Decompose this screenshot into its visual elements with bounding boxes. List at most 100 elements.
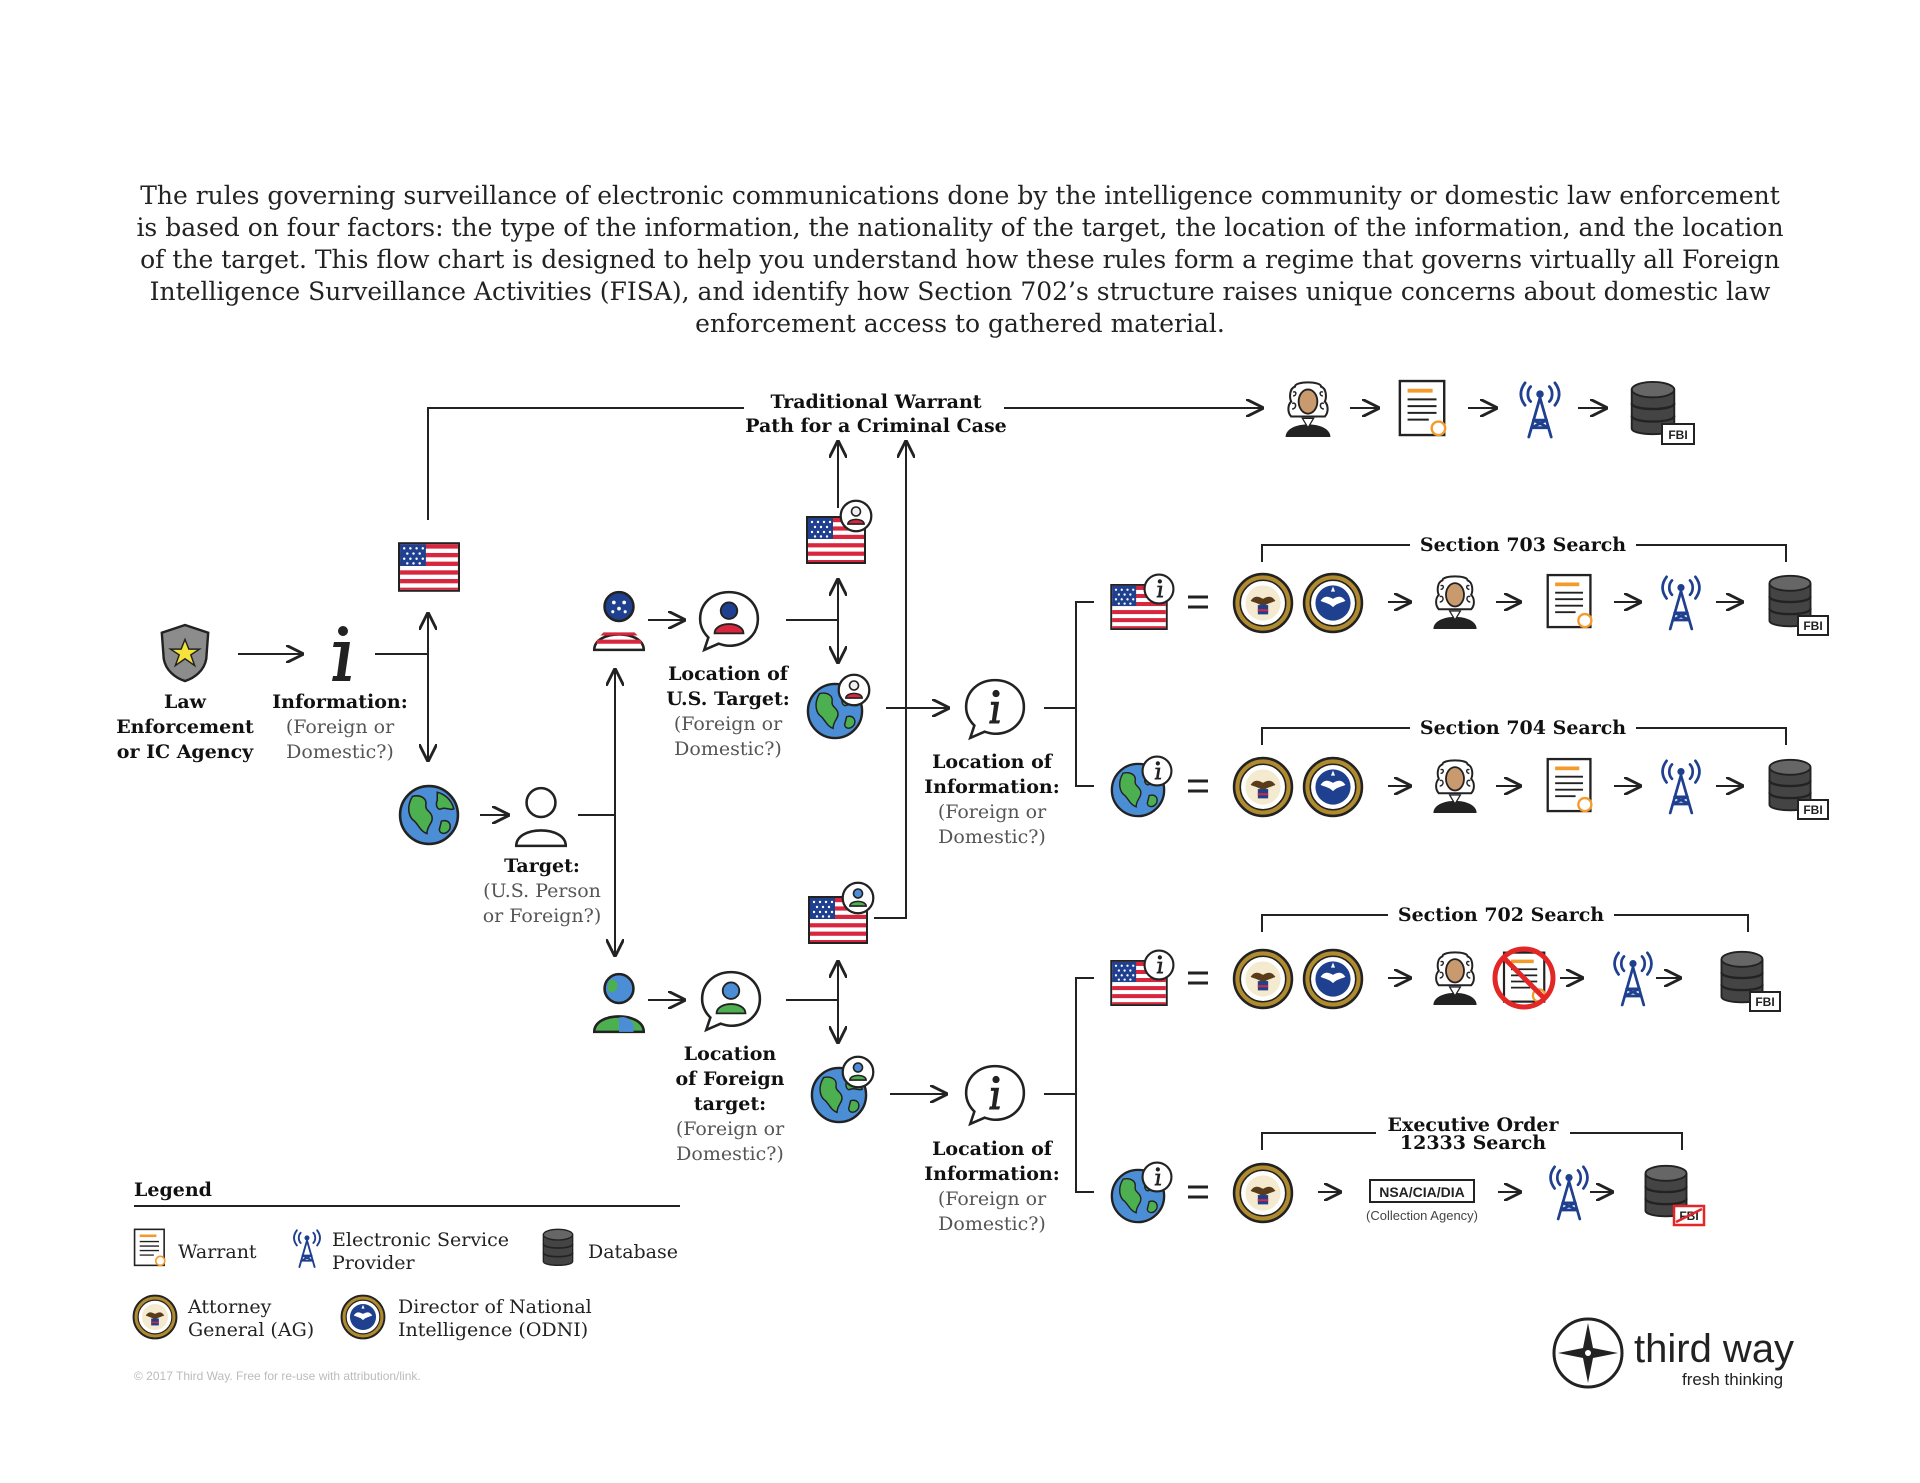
traditional-path-label: Traditional Warrant Path for a Criminal … [745,391,1007,437]
seal-icon [1302,572,1364,634]
foreign-person-icon [592,972,646,1034]
svg-text:FBI: FBI [1668,428,1687,442]
svg-text:Information:: Information: [924,776,1059,798]
us-person-badge-icon [837,673,871,707]
info-badge-icon [1143,949,1175,981]
foreign-person-badge-icon [841,1055,875,1089]
info-badge-icon [1141,755,1173,787]
svg-text:General (AG): General (AG) [188,1319,314,1341]
us-person-badge-icon [839,499,873,533]
tower-icon [1661,759,1701,815]
seal-icon [1232,948,1294,1010]
collection-agency-label: NSA/CIA/DIA (Collection Agency) [1366,1179,1478,1223]
info-location-label: Location of Information: (Foreign or Dom… [924,751,1059,848]
svg-text:Enforcement: Enforcement [116,716,254,738]
brand-tagline: fresh thinking [1682,1370,1783,1389]
tower-icon [1661,575,1701,631]
svg-text:Domestic?): Domestic?) [938,826,1046,848]
svg-text:Information:: Information: [272,691,407,713]
no-warrant-icon [1492,946,1556,1010]
svg-text:of Foreign: of Foreign [676,1068,785,1090]
svg-text:(Foreign or: (Foreign or [286,716,395,738]
svg-text:NSA/CIA/DIA: NSA/CIA/DIA [1379,1184,1465,1200]
svg-text:(Collection Agency): (Collection Agency) [1366,1208,1478,1223]
connectors [238,408,1787,1197]
information-label: Information: (Foreign or Domestic?) [272,691,407,763]
svg-text:Information:: Information: [924,1163,1059,1185]
svg-text:Electronic Service: Electronic Service [332,1229,509,1251]
svg-text:or IC Agency: or IC Agency [117,741,254,763]
intro-paragraph: The rules governing surveillance of elec… [136,181,1784,338]
warrant-icon [1546,757,1593,813]
svg-text:Executive Order: Executive Order [1388,1114,1560,1136]
database-icon: FBI [1720,950,1781,1012]
seal-icon [1232,756,1294,818]
svg-text:12333 Search: 12333 Search [1400,1132,1546,1154]
globe-icon [398,784,460,846]
foreign-person-badge-icon [841,881,875,915]
svg-text:(Foreign or: (Foreign or [938,801,1047,823]
info-location-label: Location of Information: (Foreign or Dom… [924,1138,1059,1235]
svg-text:(Foreign or: (Foreign or [674,713,783,735]
warrant-icon [1398,379,1447,437]
brand-name: third way [1634,1327,1794,1371]
us-location-label: Location of U.S. Target: (Foreign or Dom… [666,663,790,760]
tower-icon [1613,951,1653,1007]
info-badge-icon [1143,573,1175,605]
svg-text:Warrant: Warrant [178,1241,257,1263]
person-icon [514,786,568,848]
svg-text:Law: Law [164,691,207,713]
tower-icon [1549,1165,1589,1221]
svg-text:Database: Database [588,1241,678,1263]
legend-title: Legend [134,1179,212,1201]
seal-icon [1232,572,1294,634]
legend: Legend Warrant Electronic Service Provid… [132,1179,680,1341]
us-location-bubble-icon [698,590,760,652]
database-icon: FBI [1644,1164,1706,1227]
database-icon: FBI [1768,574,1829,636]
svg-text:(Foreign or: (Foreign or [938,1188,1047,1210]
tower-icon [292,1229,322,1269]
tower-icon [1519,381,1561,439]
svg-text:Domestic?): Domestic?) [286,741,394,763]
section-704-label: Section 704 Search [1420,717,1626,739]
svg-text:Location of: Location of [932,1138,1054,1160]
database-icon: FBI [1630,380,1695,445]
copyright-text: © 2017 Third Way. Free for re-use with a… [134,1369,421,1383]
section-702-label: Section 702 Search [1398,904,1604,926]
svg-text:Traditional Warrant: Traditional Warrant [770,391,981,413]
judge-icon [1284,381,1332,439]
svg-text:Domestic?): Domestic?) [938,1213,1046,1235]
foreign-location-bubble-icon [700,970,762,1032]
svg-text:Attorney: Attorney [187,1296,272,1318]
svg-text:Provider: Provider [332,1252,416,1274]
us-person-icon [592,590,646,652]
svg-text:Path for a Criminal Case: Path for a Criminal Case [745,415,1007,437]
section-703-label: Section 703 Search [1420,534,1626,556]
info-bubble-icon [964,1064,1026,1126]
flag-icon [398,542,460,592]
agency-label: Law Enforcement or IC Agency [116,691,254,763]
svg-text:Location of: Location of [668,663,790,685]
seal-icon [132,1294,178,1340]
judge-icon [1432,759,1478,815]
svg-text:Location: Location [684,1043,777,1065]
info-badge-icon [1141,1161,1173,1193]
svg-text:FBI: FBI [1803,619,1822,633]
target-label: Target: (U.S. Person or Foreign?) [483,855,602,927]
svg-text:(U.S. Person: (U.S. Person [483,880,601,902]
svg-text:Domestic?): Domestic?) [674,738,782,760]
seal-icon [1232,1162,1294,1224]
foreign-location-label: Location of Foreign target: (Foreign or … [676,1043,786,1165]
svg-text:(Foreign or: (Foreign or [676,1118,785,1140]
warrant-icon [133,1228,166,1267]
badge-icon [160,623,210,683]
compass-icon [1552,1317,1624,1389]
svg-text:Director of National: Director of National [398,1296,592,1318]
svg-text:or Foreign?): or Foreign?) [483,905,602,927]
svg-text:Location of: Location of [932,751,1054,773]
svg-text:Domestic?): Domestic?) [676,1143,784,1165]
third-way-logo: third way fresh thinking [1552,1317,1794,1389]
database-icon: FBI [1768,758,1829,820]
